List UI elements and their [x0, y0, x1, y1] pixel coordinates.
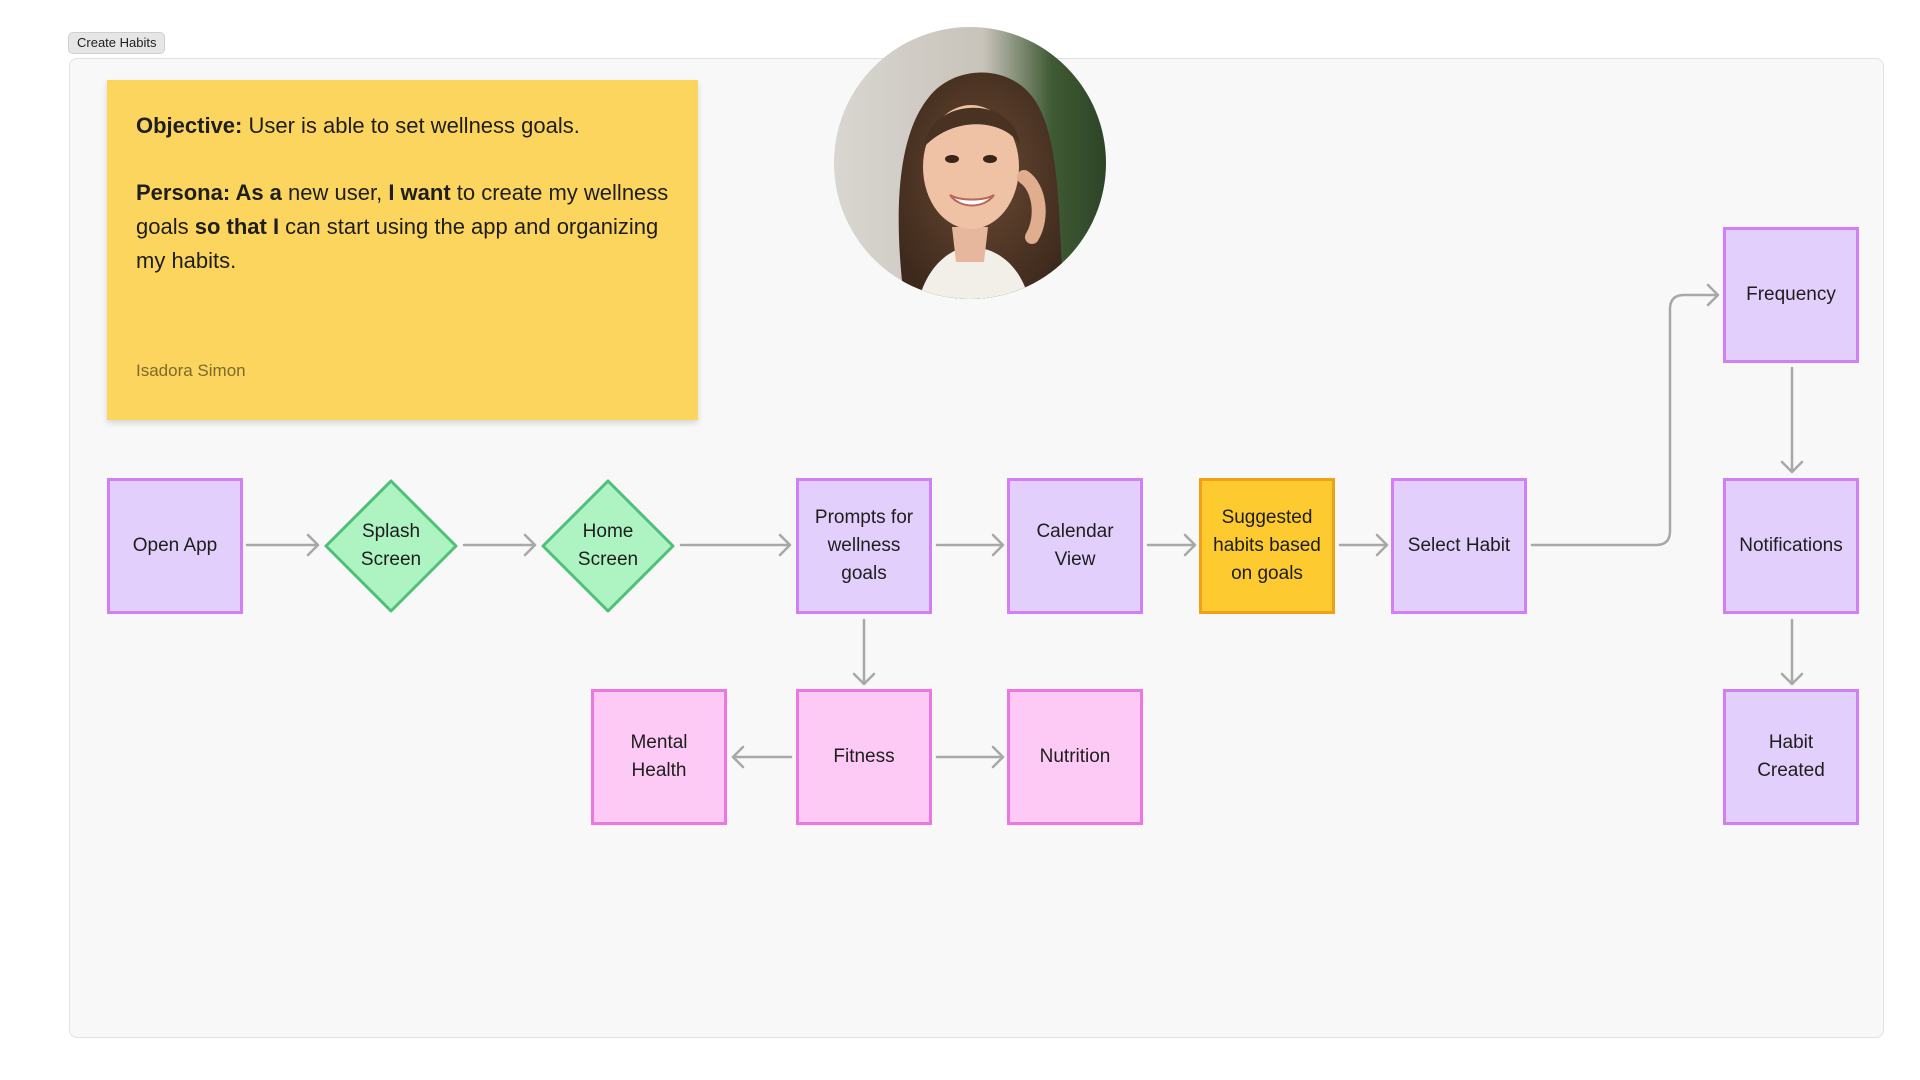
node-fitness[interactable]: Fitness: [796, 689, 932, 825]
node-label: Open App: [132, 535, 218, 556]
objective-label: Objective:: [136, 113, 243, 138]
node-label: Suggested habits based on goals: [1213, 507, 1321, 584]
node-calendar-view[interactable]: Calendar View: [1007, 478, 1143, 614]
node-select-habit[interactable]: Select Habit: [1391, 478, 1527, 614]
connector-home-prompts: [679, 533, 792, 557]
persona-text: Persona: As a new user, I want to create…: [136, 176, 669, 278]
persona-run: Persona: As a: [136, 180, 282, 205]
objective-text: User is able to set wellness goals.: [242, 113, 580, 138]
node-label: Notifications: [1739, 535, 1843, 556]
sticky-author: Isadora Simon: [136, 361, 246, 380]
node-mental-health[interactable]: Mental Health: [591, 689, 727, 825]
node-home-screen[interactable]: Home Screen: [540, 478, 676, 614]
node-suggested-habits[interactable]: Suggested habits based on goals: [1199, 478, 1335, 614]
node-frequency[interactable]: Frequency: [1723, 227, 1859, 363]
connector-fitness-mental: [731, 745, 793, 769]
node-label: Select Habit: [1407, 535, 1511, 556]
connector-select-frequency: [1530, 283, 1720, 547]
node-notifications[interactable]: Notifications: [1723, 478, 1859, 614]
node-label: Splash Screen: [360, 521, 422, 570]
node-open-app[interactable]: Open App: [107, 478, 243, 614]
connector-prompts-calendar: [935, 533, 1005, 557]
persona-run: so that I: [194, 214, 280, 239]
node-label: Frequency: [1746, 284, 1836, 305]
persona-run: can start using the app and organizing m…: [136, 214, 659, 273]
node-label: Habit Created: [1757, 732, 1825, 781]
persona-run: new user,: [281, 180, 389, 205]
person-photo-icon[interactable]: [834, 27, 1106, 299]
node-habit-created[interactable]: Habit Created: [1723, 689, 1859, 825]
persona-run: to create my wellness goals: [136, 180, 669, 239]
connector-suggested-select: [1338, 533, 1389, 557]
persona-run: I want: [388, 180, 451, 205]
node-label: Nutrition: [1039, 746, 1111, 767]
node-splash-screen[interactable]: Splash Screen: [323, 478, 459, 614]
node-label: Fitness: [833, 746, 895, 767]
connector-frequency-notifications: [1780, 366, 1804, 474]
section-title-tab[interactable]: Create Habits: [68, 32, 166, 54]
connector-open-splash: [245, 533, 320, 557]
connector-fitness-nutrition: [935, 745, 1005, 769]
node-label: Prompts for wellness goals: [814, 507, 914, 584]
connector-notifications-created: [1780, 618, 1804, 686]
connector-calendar-suggested: [1146, 533, 1197, 557]
connector-splash-home: [462, 533, 537, 557]
node-label: Calendar View: [1036, 521, 1114, 570]
node-label: Home Screen: [577, 521, 639, 570]
node-prompts-wellness-goals[interactable]: Prompts for wellness goals: [796, 478, 932, 614]
objective-line: Objective: User is able to set wellness …: [136, 109, 669, 143]
sticky-note[interactable]: Objective: User is able to set wellness …: [107, 80, 698, 420]
connector-prompts-fitness: [852, 618, 876, 686]
node-label: Mental Health: [630, 732, 688, 781]
node-nutrition[interactable]: Nutrition: [1007, 689, 1143, 825]
